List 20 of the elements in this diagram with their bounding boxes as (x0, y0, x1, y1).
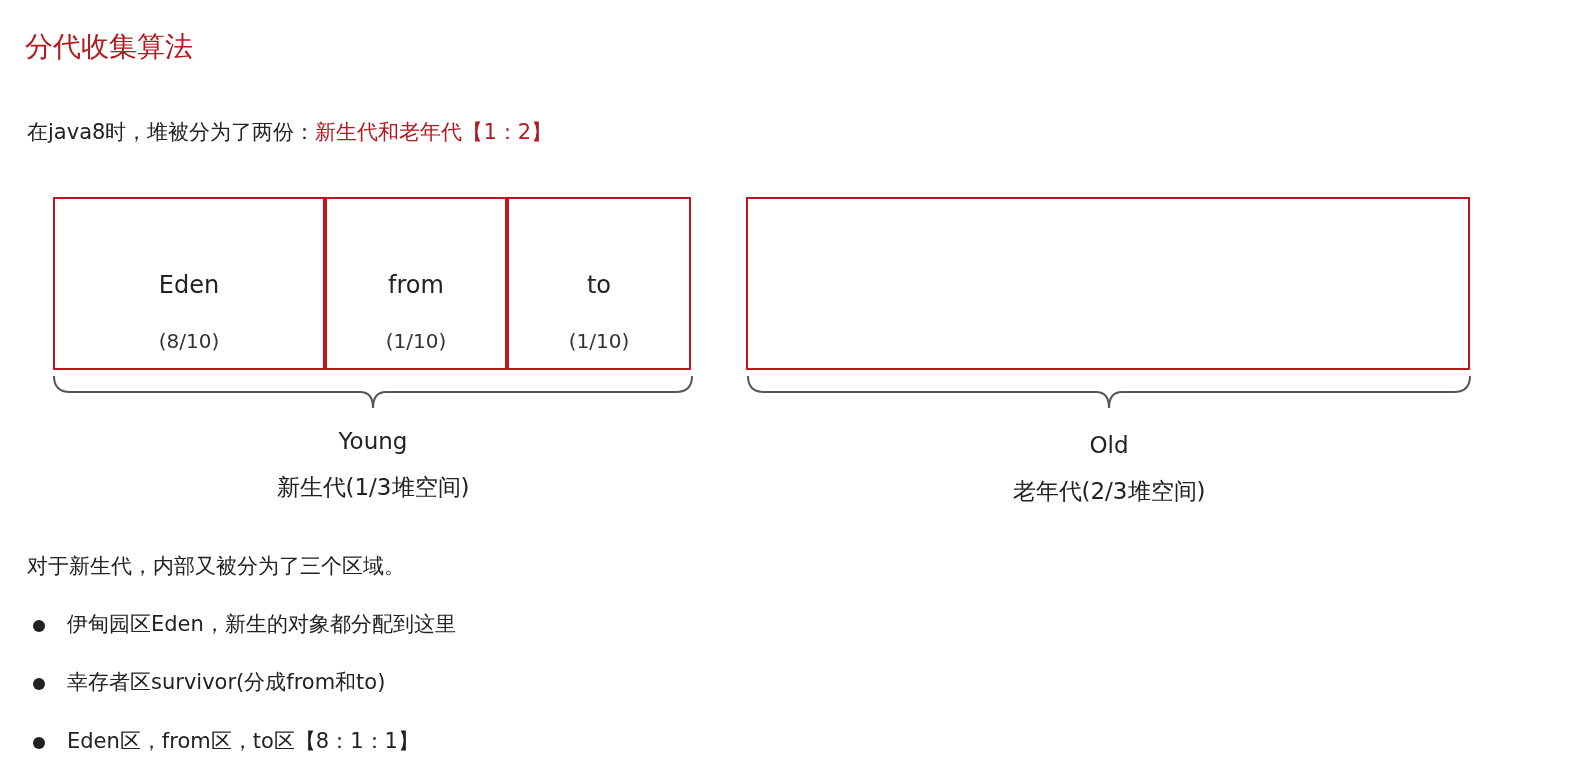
bullet-text: 幸存者区survivor(分成from和to) (67, 669, 386, 696)
caption: Young (338, 428, 408, 454)
region-name: to (586, 271, 612, 299)
storage-box (746, 197, 1470, 370)
memory-region-box (325, 197, 507, 370)
region-name: from (388, 271, 444, 299)
region-ratio: (1/10) (568, 329, 630, 353)
caption: 新生代(1/3堆空间) (276, 473, 470, 502)
body-text: 对于新生代，内部又被分为了三个区域。 (27, 553, 405, 580)
region-ratio: (1/10) (385, 329, 447, 353)
heading: 分代收集算法 (25, 29, 193, 65)
bullet-text: Eden区，from区，to区【8：1：1】 (67, 728, 419, 755)
memory-region-box (507, 197, 691, 370)
caption: Old (1089, 432, 1129, 458)
region-name: Eden (158, 271, 220, 299)
region-ratio: (8/10) (158, 329, 220, 353)
memory-region-box (53, 197, 325, 370)
caption: 老年代(2/3堆空间) (1012, 477, 1206, 506)
intro-text: 在java8时，堆被分为了两份：新生代和老年代【1：2】 (27, 119, 553, 146)
bullet-text: 伊甸园区Eden，新生的对象都分配到这里 (67, 611, 456, 638)
